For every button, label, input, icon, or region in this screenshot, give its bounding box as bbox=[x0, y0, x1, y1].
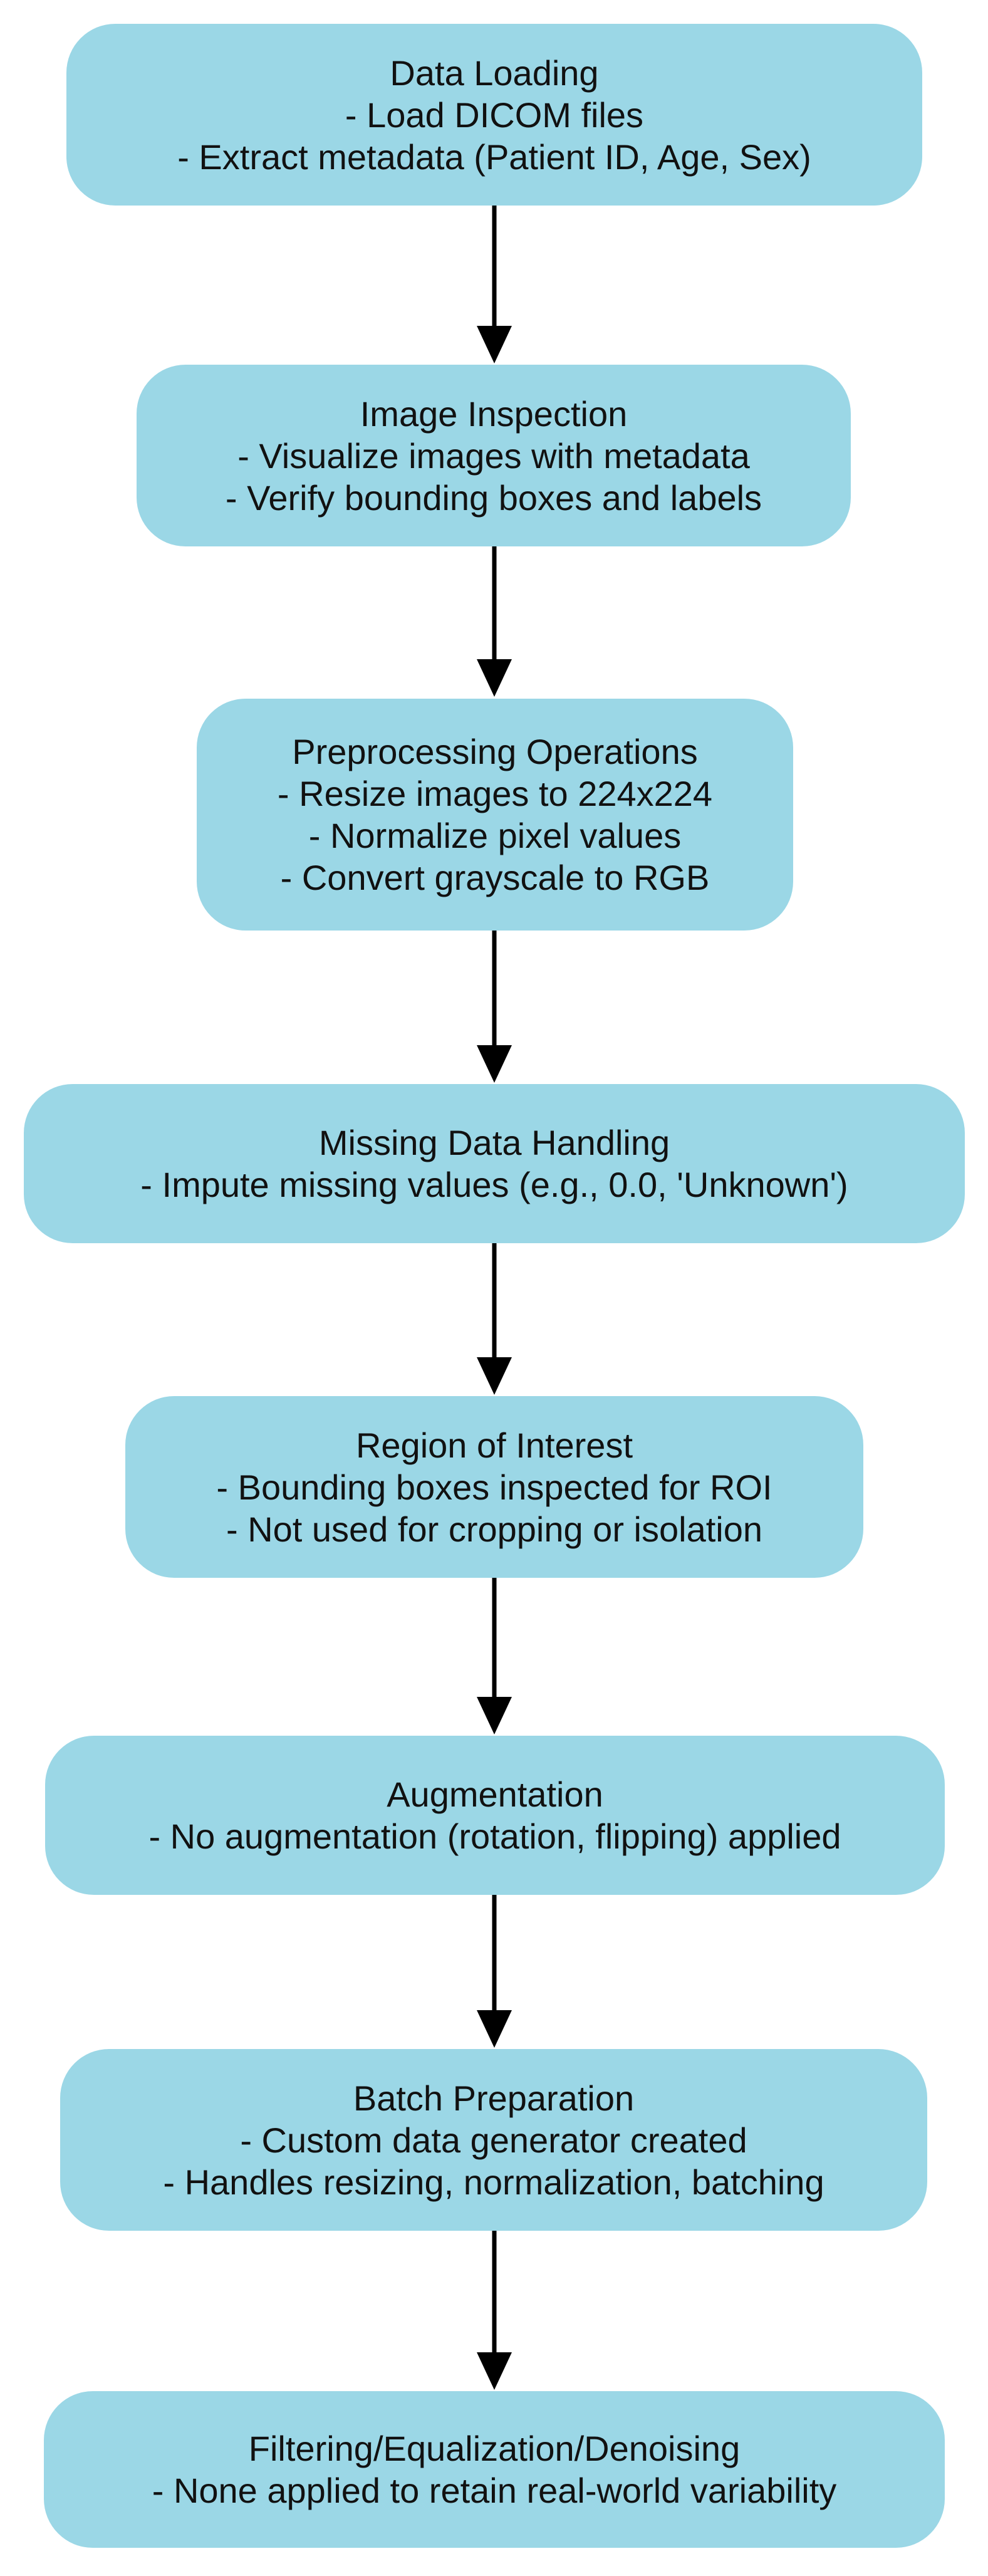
node-detail: - Extract metadata (Patient ID, Age, Sex… bbox=[177, 137, 811, 177]
node-detail: - Custom data generator created bbox=[240, 2120, 747, 2160]
node-title: Batch Preparation bbox=[353, 2078, 635, 2118]
arrow-missing-data-to-region-of-interest bbox=[477, 1243, 512, 1395]
node-batch-preparation: Batch Preparation - Custom data generato… bbox=[60, 2049, 927, 2231]
arrow-preprocessing-to-missing-data bbox=[477, 931, 512, 1083]
node-data-loading: Data Loading - Load DICOM files - Extrac… bbox=[66, 24, 922, 206]
node-title: Missing Data Handling bbox=[318, 1123, 670, 1162]
arrow-batch-preparation-to-filtering bbox=[477, 2231, 512, 2390]
node-title: Filtering/Equalization/Denoising bbox=[248, 2429, 741, 2468]
node-filtering-equalization-denoising: Filtering/Equalization/Denoising - None … bbox=[44, 2391, 945, 2548]
node-title: Image Inspection bbox=[360, 394, 628, 434]
node-missing-data-handling: Missing Data Handling - Impute missing v… bbox=[24, 1084, 965, 1243]
node-detail: - Resize images to 224x224 bbox=[277, 774, 713, 813]
node-detail: - Verify bounding boxes and labels bbox=[225, 477, 762, 518]
node-title: Preprocessing Operations bbox=[292, 732, 698, 771]
node-detail: - Handles resizing, normalization, batch… bbox=[163, 2162, 824, 2202]
node-detail: - Normalize pixel values bbox=[308, 816, 682, 855]
node-detail: - Load DICOM files bbox=[345, 95, 644, 135]
node-title: Data Loading bbox=[390, 53, 599, 93]
node-detail: - Convert grayscale to RGB bbox=[280, 858, 710, 897]
node-detail: - Impute missing values (e.g., 0.0, 'Unk… bbox=[140, 1165, 848, 1204]
arrow-data-loading-to-image-inspection bbox=[477, 206, 512, 363]
node-augmentation: Augmentation - No augmentation (rotation… bbox=[45, 1736, 945, 1895]
node-detail: - No augmentation (rotation, flipping) a… bbox=[148, 1817, 841, 1856]
node-detail: - Bounding boxes inspected for ROI bbox=[216, 1467, 772, 1507]
node-image-inspection: Image Inspection - Visualize images with… bbox=[137, 365, 851, 546]
node-region-of-interest: Region of Interest - Bounding boxes insp… bbox=[125, 1396, 863, 1578]
node-detail: - None applied to retain real-world vari… bbox=[152, 2471, 837, 2510]
node-title: Augmentation bbox=[387, 1775, 603, 1814]
arrow-augmentation-to-batch-preparation bbox=[477, 1895, 512, 2048]
node-preprocessing-operations: Preprocessing Operations - Resize images… bbox=[197, 699, 793, 931]
node-title: Region of Interest bbox=[355, 1425, 633, 1465]
node-detail: - Visualize images with metadata bbox=[237, 435, 750, 476]
arrow-region-of-interest-to-augmentation bbox=[477, 1578, 512, 1734]
node-detail: - Not used for cropping or isolation bbox=[226, 1509, 762, 1549]
arrow-image-inspection-to-preprocessing bbox=[477, 546, 512, 697]
